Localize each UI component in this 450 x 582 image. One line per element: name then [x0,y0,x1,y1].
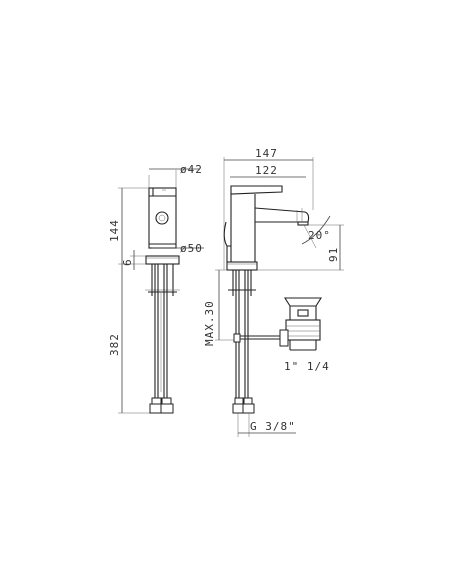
dim-thread-1-1-4: 1" 1/4 [284,360,330,373]
dim-height-91: 91 [327,247,340,262]
dim-width-147: 147 [255,147,278,160]
dim-height-382: 382 [108,333,121,356]
dim-height-144: 144 [108,219,121,242]
front-view: 147 122 20° 91 [203,147,344,437]
dim-dia-42: ø42 [180,163,203,176]
dim-angle-20: 20° [308,229,331,242]
dim-dia-50: ø50 [180,242,203,255]
side-view: ø42 ø50 144 6 382 [108,163,204,414]
dim-width-122: 122 [255,164,278,177]
dim-thread-g38: G 3/8" [250,420,296,433]
dim-max-30: MAX.30 [203,300,216,346]
dim-height-6: 6 [121,258,134,266]
